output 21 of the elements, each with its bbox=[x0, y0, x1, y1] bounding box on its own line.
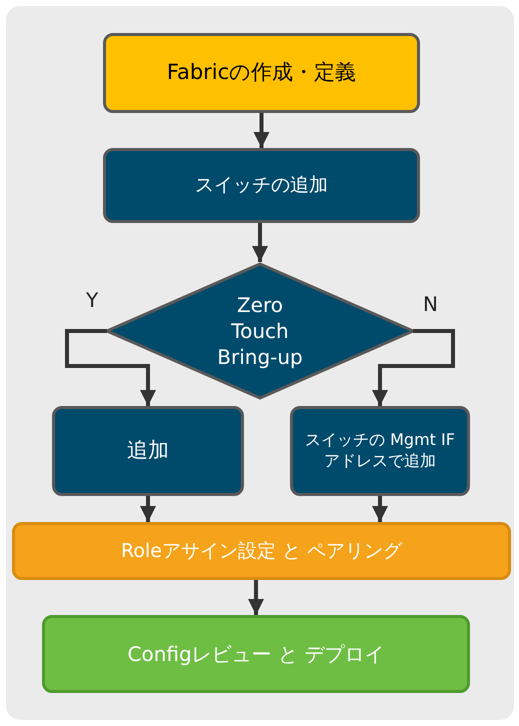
arrow bbox=[140, 496, 156, 522]
arrow bbox=[372, 329, 455, 406]
node-text: Roleアサイン設定 と ペアリング bbox=[120, 538, 402, 564]
node-text: Fabricの作成・定義 bbox=[166, 59, 356, 86]
process-box bbox=[103, 33, 420, 113]
node-text: Zero Touch Bring-up bbox=[216, 292, 304, 370]
arrow bbox=[372, 496, 388, 522]
arrow bbox=[254, 113, 270, 148]
arrow bbox=[252, 223, 268, 262]
process-box bbox=[52, 406, 244, 496]
process-box bbox=[42, 615, 470, 693]
node-text: スイッチの追加 bbox=[195, 173, 328, 198]
process-box bbox=[103, 148, 420, 223]
node-text: 追加 bbox=[127, 437, 169, 464]
arrow bbox=[248, 580, 264, 615]
decision-diamond bbox=[105, 262, 415, 400]
arrow bbox=[65, 329, 156, 406]
node-text: スイッチの Mgmt IF アドレスで追加 bbox=[305, 430, 455, 472]
process-box bbox=[12, 522, 511, 580]
process-box bbox=[290, 406, 470, 496]
node-text: Configレビュー と デプロイ bbox=[128, 641, 384, 667]
